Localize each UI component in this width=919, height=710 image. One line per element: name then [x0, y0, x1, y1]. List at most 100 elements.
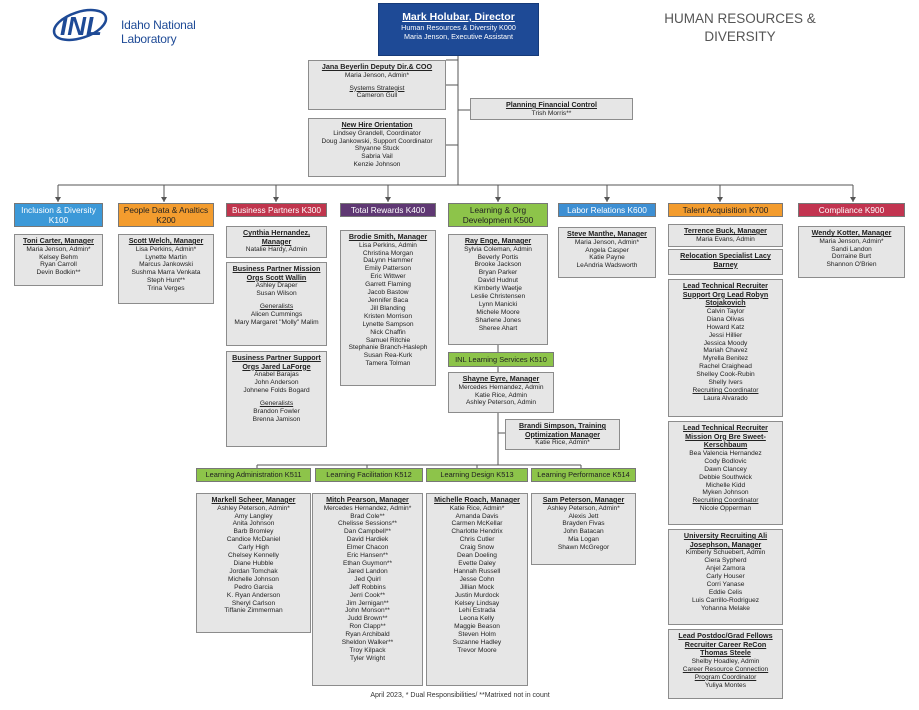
member-name: Corri Yanase — [706, 580, 745, 588]
inl-logo-mark-icon: INL — [52, 8, 108, 42]
member-name: Shyanne Stuck — [354, 145, 400, 153]
member-name: Jillian Mock — [459, 583, 495, 591]
member-name: Marcus Jankowski — [139, 261, 193, 269]
k512-manager: Mitch Pearson, Manager — [326, 495, 409, 504]
member-name: Jerri Cook** — [349, 591, 386, 599]
member-name: Katie Rice, Admin* — [449, 504, 505, 512]
member-name: Ryan Carroll — [40, 261, 77, 269]
member-name: Shawn McGregor — [557, 544, 610, 552]
member-name: Lynette Martin — [145, 253, 187, 261]
member-name: Beverly Portis — [477, 253, 519, 261]
member-name: Ethan Guymon** — [342, 559, 393, 567]
member-name: Ashley Peterson, Admin* — [217, 504, 290, 512]
dept-header-k500: Learning & Org Development K500 — [448, 203, 548, 227]
k514-box: Sam Peterson, Manager Ashley Peterson, A… — [531, 493, 636, 565]
member-name: Katie Rice, Admin — [474, 391, 528, 399]
member-name: Susan Rea-Kurk — [363, 352, 413, 360]
member-name: Kimberly Waetje — [474, 285, 522, 293]
k700-relocation-title: Relocation Specialist Lacy Barney — [680, 251, 771, 269]
member-name: Tyler Wright — [349, 654, 386, 662]
member-name: K. Ryan Anderson — [226, 591, 281, 599]
k100-box: Toni Carter, Manager Maria Jenson, Admin… — [14, 234, 103, 286]
member-name: Sabria Vail — [361, 153, 393, 161]
member-name: Lisa Perkins, Admin — [359, 241, 417, 249]
member-name: Maria Jenson, Admin* — [819, 237, 884, 245]
member-name: Judd Brown** — [347, 615, 388, 623]
member-name: Doug Jankowski, Support Coordinator — [321, 137, 433, 145]
k700-mission-coord-label: Recruiting Coordinator — [692, 497, 759, 505]
deputy-person: Cameron Gull — [356, 92, 398, 100]
member-name: Jesse Cohn — [459, 575, 495, 583]
member-name: Nick Chaffin — [370, 328, 406, 336]
member-name: Charlotte Hendrix — [451, 528, 503, 536]
member-name: Brandon Fowler — [253, 407, 300, 415]
k700-postdoc-last: Yuliya Montes — [704, 681, 747, 689]
k900-box: Wendy Kotter, Manager Maria Jenson, Admi… — [798, 226, 905, 278]
member-name: Kristen Morrison — [363, 312, 412, 320]
member-name: LeAndria Wadsworth — [576, 262, 638, 270]
member-name: Emily Patterson — [364, 265, 412, 273]
k514-manager: Sam Peterson, Manager — [542, 495, 625, 504]
member-name: Jared Landon — [347, 567, 388, 575]
director-box: Mark Holubar, Director Human Resources &… — [378, 3, 539, 56]
k300-support-box: Business Partner Support Orgs Jared LaFo… — [226, 351, 327, 447]
member-name: Kelsey Lindsay — [454, 599, 500, 607]
k700-support-coord: Laura Alvarado — [703, 394, 748, 402]
member-name: Lehi Estrada — [458, 607, 496, 615]
page-title-line2: DIVERSITY — [704, 28, 776, 44]
member-name: Jed Quirl — [354, 575, 381, 583]
member-name: Amanda Davis — [455, 512, 499, 520]
k200-manager: Scott Welch, Manager — [128, 236, 204, 245]
member-name: Brooke Jackson — [474, 261, 522, 269]
member-name: Steven Holm — [458, 631, 496, 639]
member-name: Barb Bromley — [233, 528, 274, 536]
k300-mission-title: Business Partner Mission Orgs Scott Wall… — [232, 264, 321, 282]
member-name: John Anderson — [254, 379, 299, 387]
member-name: Sheree Ahart — [478, 324, 518, 332]
member-name: Shelly Ivers — [708, 379, 743, 387]
k500-manager: Ray Enge, Manager — [464, 236, 532, 245]
member-name: Sheryl Carlson — [231, 599, 276, 607]
member-name: Maggie Beason — [454, 623, 500, 631]
k700-support-title: Lead Technical Recruiter Support Org Lea… — [682, 281, 769, 308]
planning-box: Planning Financial Control Trish Morris*… — [470, 98, 633, 120]
member-name: Luis Carrillo-Rodriguez — [691, 596, 760, 604]
new-hire-title: New Hire Orientation — [341, 120, 413, 129]
member-name: Shelby Hoadley, Admin — [691, 657, 760, 665]
member-name: Sushma Marra Venkata — [131, 269, 201, 277]
director-assistant: Maria Jenson, Executive Assistant — [403, 32, 514, 41]
k700-university-title: University Recruiting Ali Josephson, Man… — [683, 531, 768, 549]
member-name: Stephanie Branch-Hasleph — [348, 344, 428, 352]
member-name: Lynette Sampson — [362, 320, 414, 328]
member-name: Mia Logan — [568, 536, 599, 544]
member-name: Tamera Tolman — [365, 360, 411, 368]
member-name: Devin Bodkin** — [36, 269, 81, 277]
logo-text: Idaho National Laboratory — [121, 18, 196, 46]
member-name: Garrett Flaming — [365, 281, 411, 289]
k300-manager-box: Cynthia Hernandez, Manager Natalie Hardy… — [226, 226, 327, 258]
member-name: David Hudnut — [478, 277, 518, 285]
member-name: Dawn Clancey — [704, 465, 747, 473]
member-name: Christina Morgan — [362, 249, 414, 257]
k700-postdoc-title: Lead Postdoc/Grad Fellows Recruiter Care… — [678, 631, 773, 658]
member-name: Katie Payne — [589, 254, 625, 262]
deputy-role: Systems Strategist — [349, 84, 405, 92]
footer-note: April 2023, * Dual Responsibilities/ **M… — [370, 692, 550, 699]
member-name: Brad Cole** — [350, 512, 385, 520]
member-name: Maria Jenson, Admin* — [26, 245, 91, 253]
k512-box: Mitch Pearson, Manager Mercedes Hernande… — [312, 493, 423, 686]
member-name: Sharlene Jones — [475, 316, 521, 324]
member-name: Mariah Chavez — [703, 347, 748, 355]
member-name: Chelisse Sessions** — [337, 520, 397, 528]
member-name: Diana Olivas — [706, 315, 745, 323]
